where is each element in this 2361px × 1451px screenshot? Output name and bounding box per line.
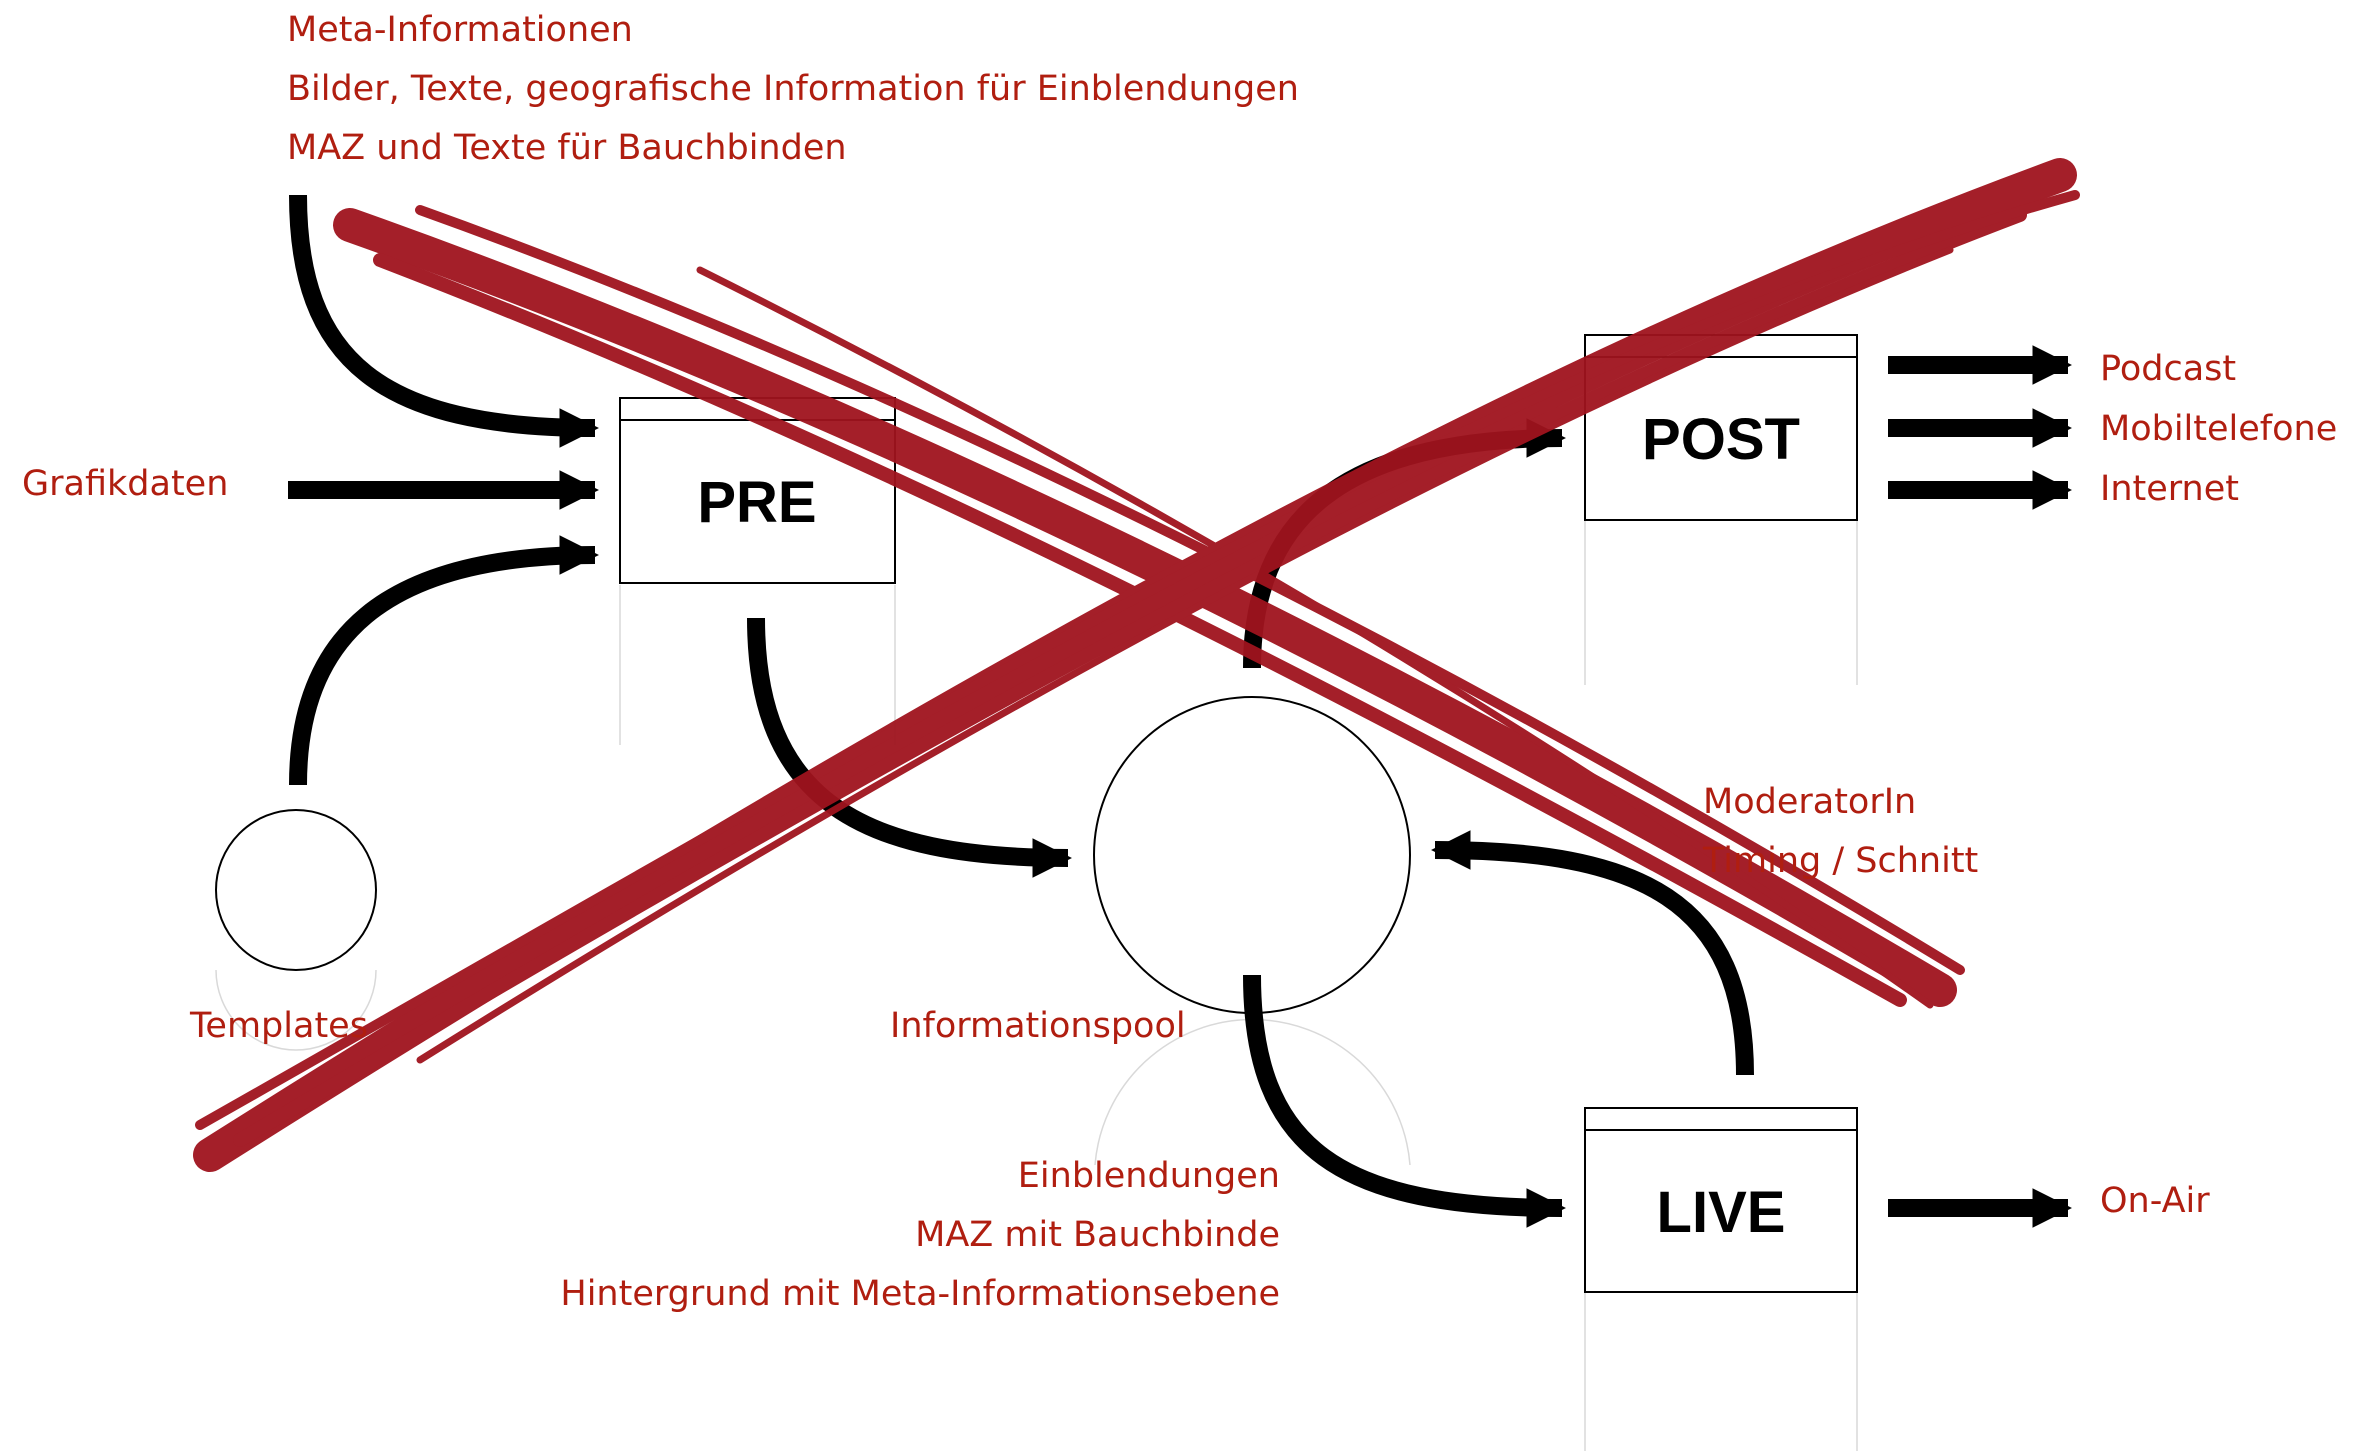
internet-label: Internet bbox=[2100, 469, 2239, 509]
meta-informationen-label: Meta-Informationen bbox=[287, 10, 633, 50]
podcast-label: Podcast bbox=[2100, 349, 2236, 389]
maz-bauchbinde-label: MAZ mit Bauchbinde bbox=[915, 1215, 1280, 1255]
templates-to-pre-arrow bbox=[289, 535, 599, 786]
timing-label: Timing / Schnitt bbox=[1702, 841, 1978, 881]
moderatorin-label: ModeratorIn bbox=[1703, 782, 1916, 822]
post-box-title: POST bbox=[1642, 407, 1800, 472]
red-cross-mark bbox=[193, 158, 2080, 1172]
informationspool-label: Informationspool bbox=[890, 1006, 1186, 1046]
labels: Meta-Informationen Bilder, Texte, geogra… bbox=[22, 10, 2337, 1314]
einblendungen-label: Einblendungen bbox=[1018, 1156, 1280, 1196]
bilder-texte-label: Bilder, Texte, geografische Information … bbox=[287, 69, 1299, 109]
hintergrund-label: Hintergrund mit Meta-Informationsebene bbox=[560, 1274, 1280, 1314]
templates-label: Templates bbox=[189, 1006, 368, 1046]
templates-circle bbox=[215, 809, 377, 971]
on-air-label: On-Air bbox=[2100, 1181, 2210, 1221]
meta-to-pre-arrow bbox=[289, 194, 599, 448]
live-box-title: LIVE bbox=[1657, 1180, 1786, 1245]
grafikdaten-label: Grafikdaten bbox=[22, 464, 228, 504]
reflections bbox=[215, 520, 1858, 1451]
mobiltelefone-label: Mobiltelefone bbox=[2100, 409, 2337, 449]
maz-texte-label: MAZ und Texte für Bauchbinden bbox=[287, 128, 847, 168]
pre-box-title: PRE bbox=[697, 470, 816, 535]
live-box: LIVE bbox=[1584, 1107, 1858, 1293]
pool-to-live-arrow bbox=[1243, 974, 1566, 1228]
informationspool-circle bbox=[1093, 696, 1411, 1014]
live-to-pool-arrow bbox=[1431, 830, 1754, 1076]
